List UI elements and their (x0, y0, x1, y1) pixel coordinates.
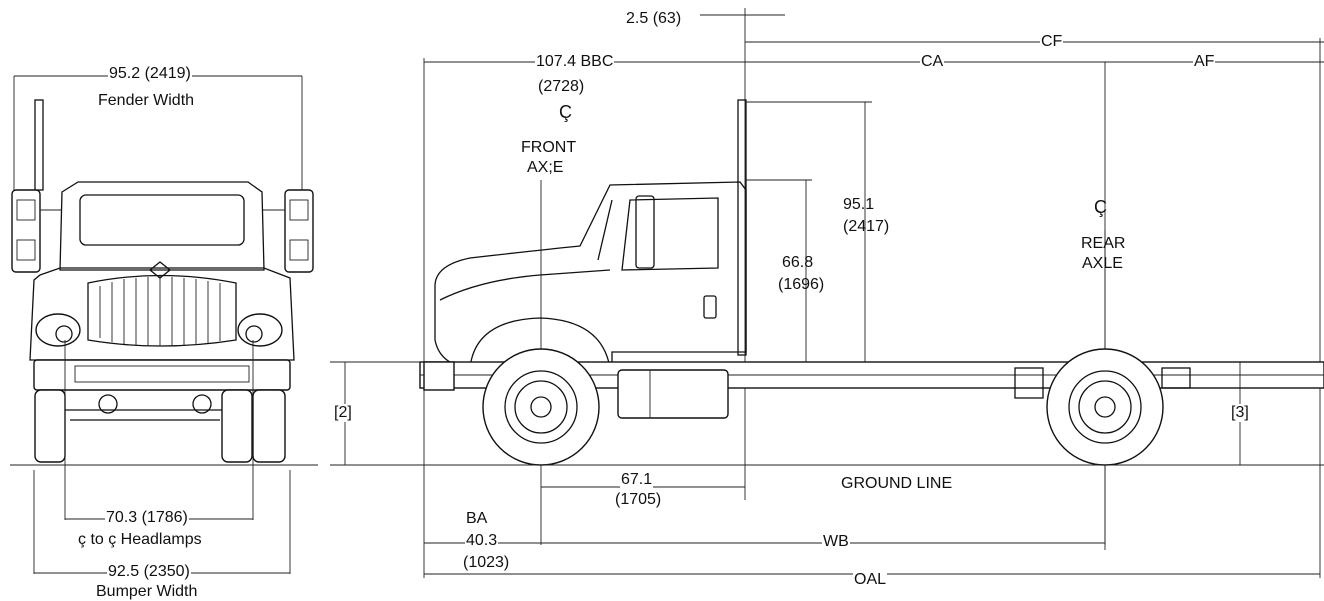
cf-dimension: CF (1040, 33, 1064, 51)
rear-axle-centerline-symbol: Ç (1094, 197, 1107, 217)
rear-axle-label-line2: AXLE (1082, 255, 1123, 272)
headlamps-value: 70.3 (1786) (105, 509, 189, 527)
side-view (330, 8, 1324, 578)
front-axle-label-line1: FRONT (521, 139, 577, 156)
front-view (10, 75, 318, 574)
ba-label: BA (466, 510, 488, 527)
rear-frame-height-label: [3] (1230, 404, 1250, 422)
wheelbase-label: WB (822, 533, 850, 551)
af-dimension: AF (1193, 53, 1216, 71)
bbc-dimension: 107.4 BBC (535, 53, 615, 71)
front-frame-height-label: [2] (333, 404, 353, 422)
cab-height-66-value: 66.8 (782, 254, 814, 271)
bbc-metric: (2728) (538, 78, 585, 95)
ba-value: 40.3 (465, 532, 499, 550)
cab-height-66-metric: (1696) (778, 276, 825, 293)
dim-67-value: 67.1 (620, 471, 654, 489)
fender-width-value: 95.2 (2419) (108, 65, 192, 83)
front-axle-centerline-symbol: Ç (559, 102, 572, 122)
ground-line-label: GROUND LINE (841, 475, 953, 492)
bumper-width-value: 92.5 (2350) (107, 563, 191, 581)
stack-offset-dimension: 2.5 (63) (625, 10, 683, 28)
bumper-width-label: Bumper Width (96, 583, 198, 600)
cab-height-95-metric: (2417) (843, 218, 890, 235)
cab-height-95-value: 95.1 (843, 196, 875, 213)
ba-metric: (1023) (463, 554, 510, 571)
fender-width-label: Fender Width (98, 92, 195, 109)
headlamps-label: ç to ç Headlamps (78, 531, 202, 548)
rear-axle-label-line1: REAR (1081, 235, 1126, 252)
dim-67-metric: (1705) (615, 491, 662, 508)
overall-length-label: OAL (853, 571, 888, 589)
ca-dimension: CA (920, 53, 945, 71)
front-axle-label-line2: AX;E (527, 159, 564, 176)
